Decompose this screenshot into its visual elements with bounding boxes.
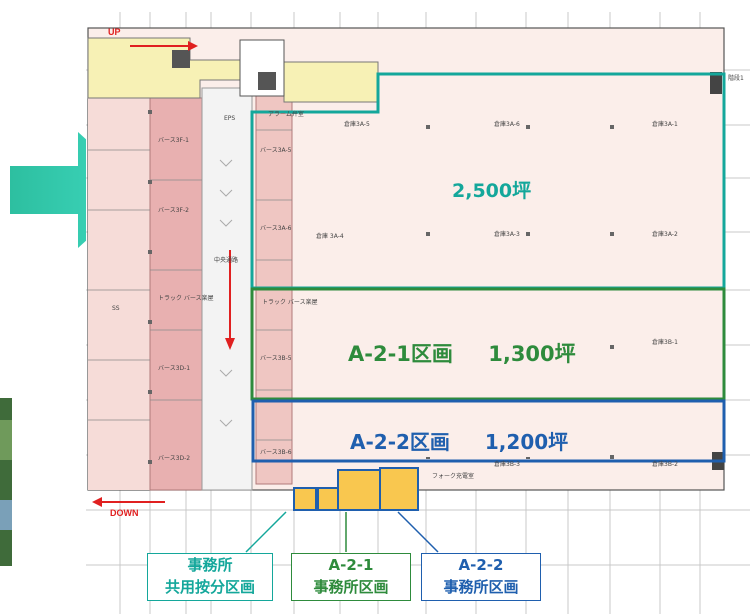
plan-label: 倉庫3A-5 [344, 120, 370, 128]
zone-a21-outline [250, 287, 726, 401]
callout-shared-office: 事務所 共用按分区画 [147, 553, 273, 601]
plan-label: 階段1 [728, 74, 744, 82]
plan-label: バース3B-6 [260, 449, 292, 456]
plan-label: 倉庫3B-3 [494, 460, 520, 468]
plan-label: 倉庫3A-2 [652, 230, 678, 238]
zone-a22-area: 1,200坪 [484, 430, 569, 454]
plan-label: トラック バース楽屋 [158, 294, 214, 302]
zone-upper-area: 2,500坪 [452, 180, 532, 202]
plan-label: バース3A-5 [260, 147, 292, 154]
plan-label: EPS [224, 115, 235, 122]
office-shared-box [293, 487, 317, 511]
zone-a21-label: A-2-1区画 1,300坪 [342, 336, 582, 370]
plan-label: 倉庫3B-1 [652, 338, 678, 346]
zone-a21-area: 1,300坪 [488, 342, 576, 366]
callout-a22-line2: 事務所区画 [443, 578, 519, 596]
plan-label: バース3D-2 [158, 455, 190, 462]
zone-a22-name: A-2-2区画 [350, 430, 450, 454]
callout-a21-line1: A-2-1 [328, 556, 374, 574]
plan-label: バース3F-1 [158, 137, 189, 144]
callout-a22-line1: A-2-2 [458, 556, 504, 574]
plan-label: 倉庫3A-1 [652, 120, 678, 128]
plan-label: 倉庫3A-6 [494, 120, 520, 128]
plan-label: 倉庫3B-2 [652, 460, 678, 468]
plan-label: アラーム弁室 [268, 110, 304, 118]
callout-shared-line2: 共用按分区画 [164, 578, 255, 596]
down-label: DOWN [110, 508, 139, 518]
callout-a21-office: A-2-1 事務所区画 [291, 553, 411, 601]
plan-label: トラック バース楽屋 [262, 298, 318, 306]
zone-a22-label: A-2-2区画 1,200坪 [344, 424, 575, 457]
plan-label: バース3A-6 [260, 225, 292, 232]
up-label: UP [108, 27, 121, 37]
callout-a22-office: A-2-2 事務所区画 [421, 553, 541, 601]
plan-label: 倉庫3A-3 [494, 230, 520, 238]
plan-label: 倉庫 3A-4 [316, 232, 344, 240]
plan-label: バース3B-5 [260, 355, 292, 362]
office-a22-box [337, 469, 381, 511]
office-a21-box [317, 487, 339, 511]
plan-label: フォーク充電室 [432, 472, 474, 480]
plan-label: SS [112, 305, 120, 312]
plan-label: バース3D-1 [158, 365, 190, 372]
callout-shared-line1: 事務所 [187, 556, 233, 574]
plan-label: バース3F-2 [158, 207, 189, 214]
callout-a21-line2: 事務所区画 [313, 578, 389, 596]
plan-label: 中央通路 [214, 256, 238, 264]
zone-a21-name: A-2-1区画 [348, 342, 453, 366]
